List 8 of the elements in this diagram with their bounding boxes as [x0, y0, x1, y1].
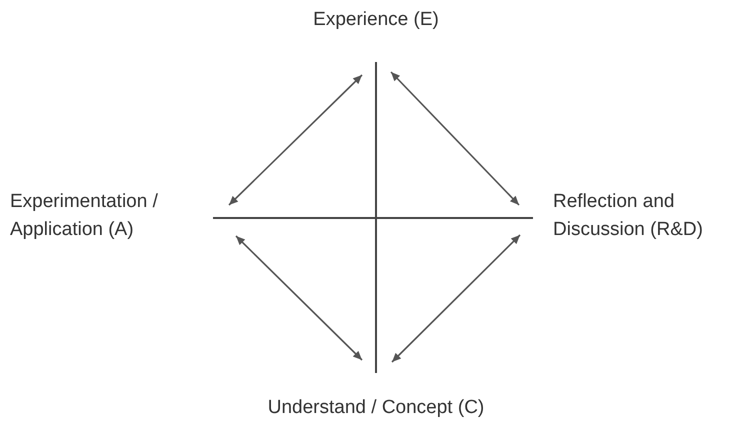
- double-arrow: [391, 234, 521, 363]
- node-label: Experimentation / Application (A): [10, 190, 159, 242]
- double-arrow: [228, 74, 363, 206]
- node-label: Reflection and Discussion (R&D): [553, 190, 704, 242]
- double-arrow: [235, 235, 363, 361]
- node-label: Understand / Concept (C): [266, 396, 486, 420]
- double-arrow: [390, 71, 520, 206]
- node-label: Experience (E): [312, 8, 440, 32]
